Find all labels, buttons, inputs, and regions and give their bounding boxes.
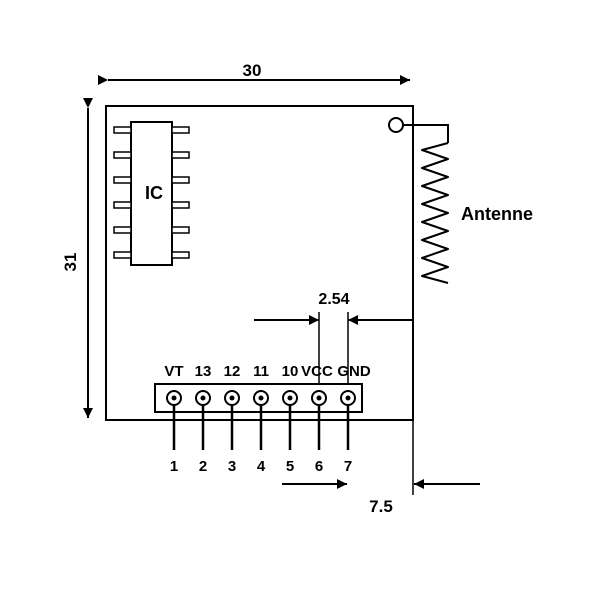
antenna-solder-pad <box>388 117 404 133</box>
pin-name-label: 12 <box>224 363 241 380</box>
pin-name-label: 13 <box>195 363 212 380</box>
pin-number-label: 3 <box>228 458 236 475</box>
pin-pitch-dimension: 2.54 <box>254 291 413 392</box>
pin-number-label: 6 <box>315 458 323 475</box>
pin-center-7 <box>345 395 351 401</box>
width-label: 30 <box>243 61 262 80</box>
pin-name-label: 11 <box>253 363 269 380</box>
height-label: 31 <box>61 253 80 272</box>
pin-number-label: 2 <box>199 458 207 475</box>
pin-center-2 <box>200 395 206 401</box>
ic-body <box>130 121 173 266</box>
pin-number-label: 5 <box>286 458 294 475</box>
pin-center-4 <box>258 395 264 401</box>
pin-name-label: VT <box>164 363 183 380</box>
pin-name-label: VCC <box>301 363 333 380</box>
pin-number-label: 4 <box>257 458 266 475</box>
pin-number-label: 1 <box>170 458 178 475</box>
ic-pins-left <box>113 126 132 259</box>
antenna: Antenne <box>388 117 533 284</box>
pin-name-label: GND <box>337 363 371 380</box>
pin-name-label: 10 <box>282 363 299 380</box>
ic-label: IC <box>145 183 163 203</box>
pin-center-5 <box>287 395 293 401</box>
header-pins <box>166 390 356 450</box>
pin-center-6 <box>316 395 322 401</box>
ic-pins-right <box>171 126 190 259</box>
pin-number-label: 7 <box>344 458 352 475</box>
board-outline <box>105 105 414 421</box>
antenna-label: Antenne <box>461 204 533 224</box>
ic-chip: IC <box>113 121 190 266</box>
pin-pitch-label: 2.54 <box>318 291 349 308</box>
antenna-coil <box>421 142 449 284</box>
pin-center-1 <box>171 395 177 401</box>
pin-number-labels: 1 2 3 4 5 6 7 <box>170 458 352 475</box>
edge-offset-dimension: 7.5 <box>282 420 480 516</box>
edge-offset-label: 7.5 <box>369 497 393 516</box>
antenna-feed-wire <box>403 124 449 143</box>
pin-center-3 <box>229 395 235 401</box>
